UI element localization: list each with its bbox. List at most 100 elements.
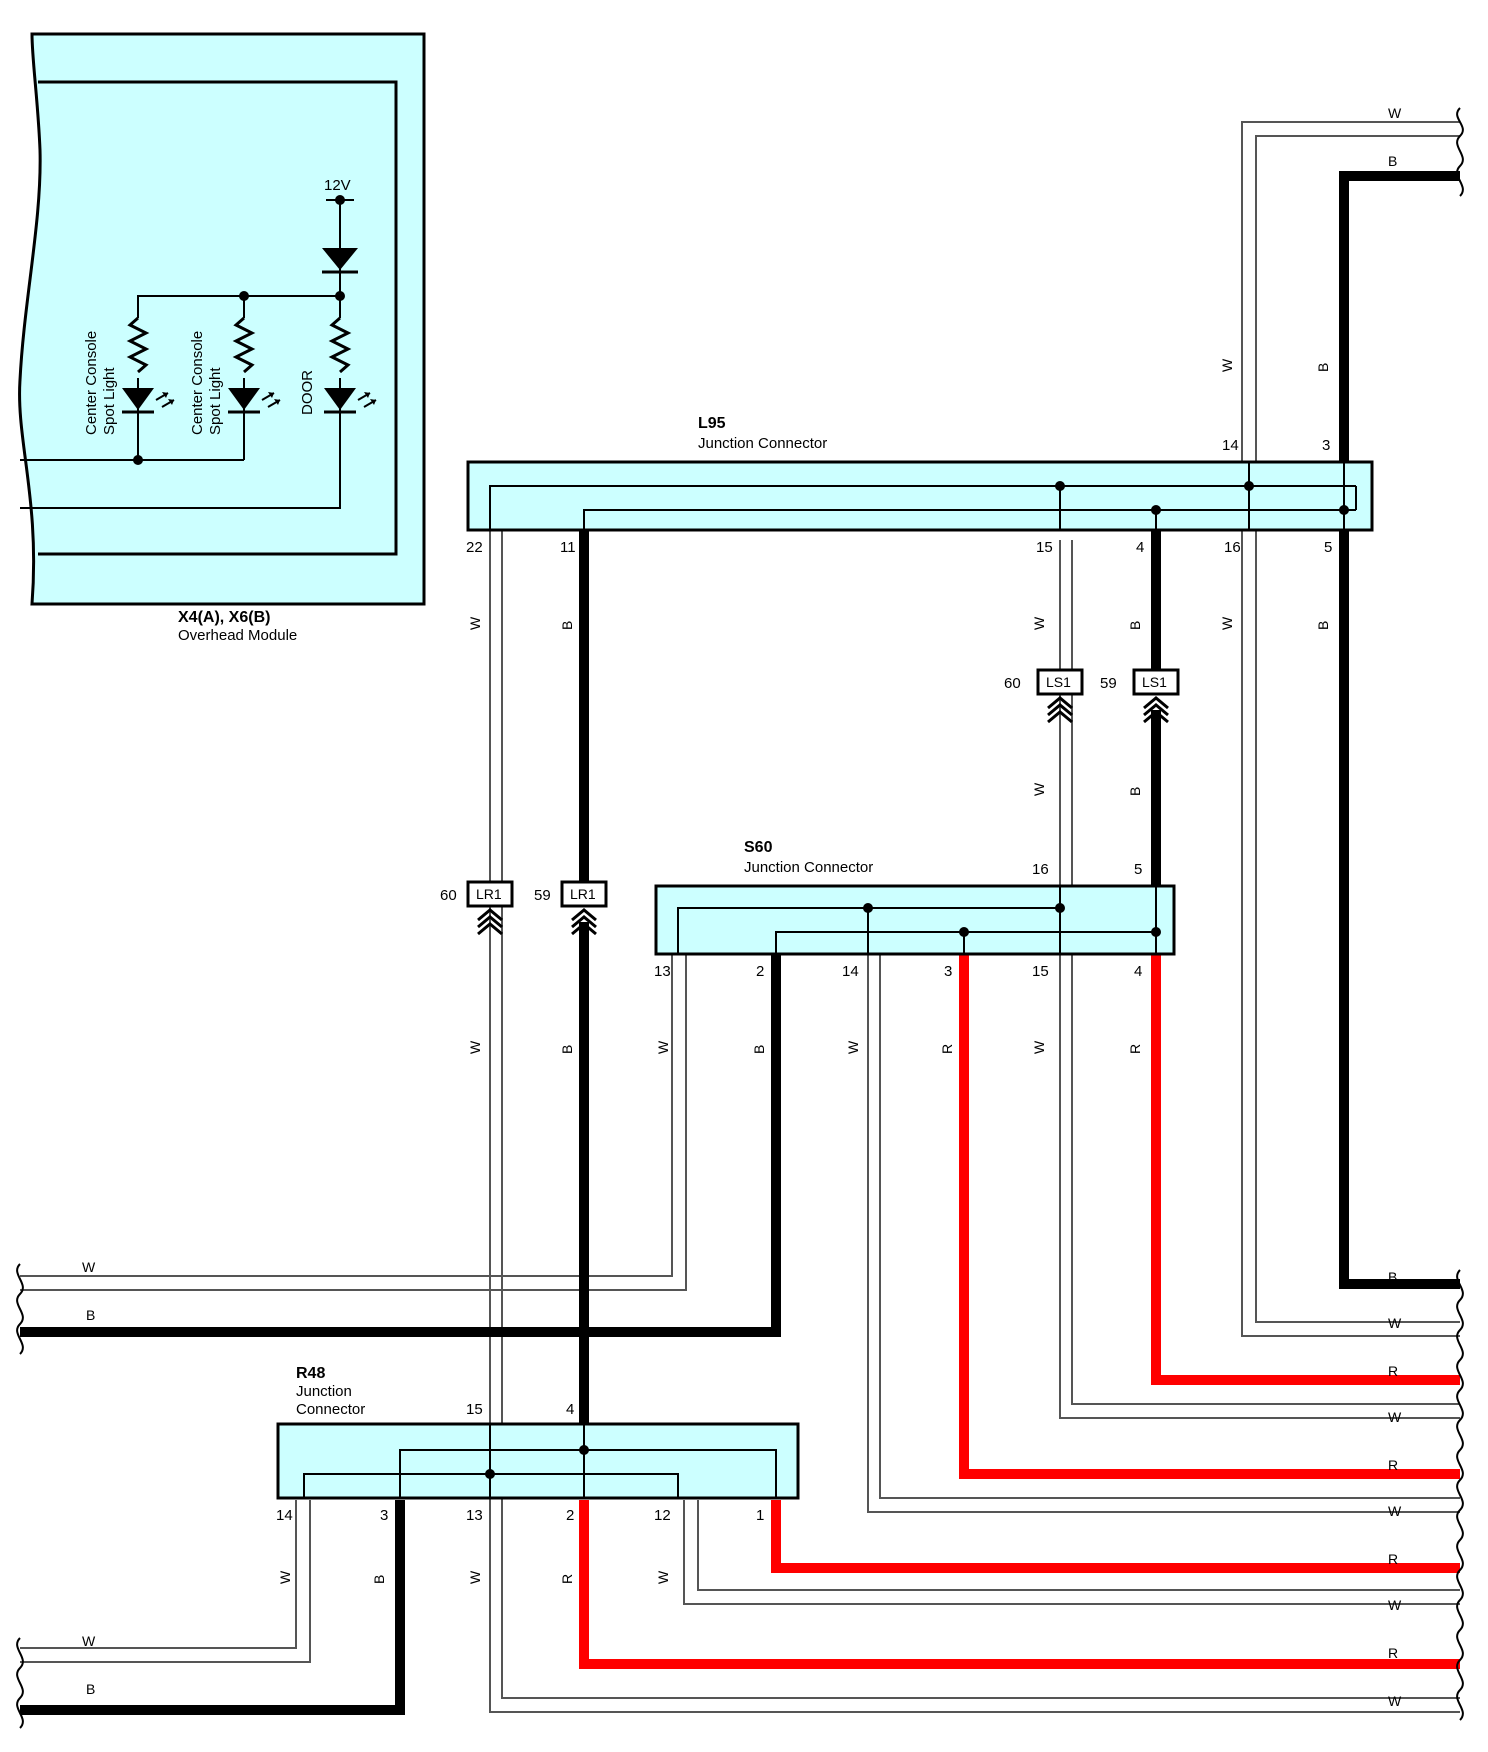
- lamp-1-label-line2: Spot Light: [101, 367, 118, 435]
- r48-pin-3: 3: [380, 1507, 388, 1524]
- lamp-1-label-line1: Center Console: [83, 331, 100, 435]
- inline-connector-ls1-59: LS1 59: [1100, 668, 1180, 724]
- r48-description-line2: Connector: [296, 1401, 365, 1418]
- svg-text:60: 60: [440, 887, 457, 904]
- svg-text:B: B: [559, 1045, 575, 1054]
- svg-text:R: R: [1388, 1551, 1398, 1567]
- r48-description-line1: Junction: [296, 1383, 352, 1400]
- s60-pin-2: 2: [756, 963, 764, 980]
- svg-text:W: W: [467, 1040, 483, 1054]
- lamp-door-label: DOOR: [299, 370, 316, 415]
- svg-text:LR1: LR1: [570, 886, 596, 902]
- svg-text:LR1: LR1: [476, 886, 502, 902]
- svg-text:W: W: [1388, 1315, 1402, 1331]
- svg-text:W: W: [1219, 358, 1235, 372]
- svg-text:B: B: [1388, 1269, 1397, 1285]
- svg-text:W: W: [82, 1633, 96, 1649]
- wire-labels-vertical: W B W B W B W B W B W B W B W R W R W B …: [277, 358, 1331, 1584]
- svg-text:W: W: [655, 1570, 671, 1584]
- svg-text:W: W: [467, 616, 483, 630]
- svg-text:B: B: [559, 621, 575, 630]
- svg-text:W: W: [845, 1040, 861, 1054]
- svg-text:R: R: [939, 1044, 955, 1054]
- wire-labels-horizontal: W B B W R W R W R W R W W B W B: [82, 105, 1402, 1709]
- black-wires: [20, 171, 1460, 1715]
- lamp-2-label-line1: Center Console: [189, 331, 206, 435]
- svg-text:W: W: [1388, 1597, 1402, 1613]
- l95-pin-11: 11: [560, 539, 576, 556]
- svg-text:W: W: [1031, 616, 1047, 630]
- l95-pin-5: 5: [1324, 539, 1332, 556]
- l95-pin-16: 16: [1224, 539, 1241, 556]
- svg-text:W: W: [277, 1570, 293, 1584]
- r48-pin-4: 4: [566, 1401, 574, 1418]
- svg-text:59: 59: [534, 887, 551, 904]
- wires: [16, 107, 1464, 1729]
- svg-text:B: B: [86, 1681, 95, 1697]
- inline-connector-ls1-60: LS1 60: [1004, 668, 1084, 724]
- svg-text:R: R: [1127, 1044, 1143, 1054]
- overhead-module-name: X4(A), X6(B): [178, 609, 270, 626]
- svg-text:W: W: [1388, 105, 1402, 121]
- inline-connector-lr1-60: LR1 60: [440, 880, 514, 936]
- red-wires: [579, 955, 1460, 1669]
- l95-pin-22: 22: [466, 539, 483, 556]
- svg-text:W: W: [1219, 616, 1235, 630]
- svg-text:R: R: [559, 1574, 575, 1584]
- l95-pin-4: 4: [1136, 539, 1144, 556]
- svg-text:W: W: [82, 1259, 96, 1275]
- r48-name: R48: [296, 1365, 325, 1382]
- r48-pin-14: 14: [276, 1507, 293, 1524]
- l95-pin-14: 14: [1222, 437, 1239, 454]
- svg-text:60: 60: [1004, 675, 1021, 692]
- svg-text:LS1: LS1: [1046, 674, 1071, 690]
- connector-r48: R48 Junction Connector 15 4 14 3 13 2 12…: [276, 1365, 800, 1524]
- s60-description: Junction Connector: [744, 859, 873, 876]
- r48-pin-2: 2: [566, 1507, 574, 1524]
- l95-description: Junction Connector: [698, 435, 827, 452]
- svg-text:W: W: [1031, 1040, 1047, 1054]
- svg-text:B: B: [1127, 621, 1143, 630]
- svg-text:W: W: [1031, 782, 1047, 796]
- lamp-2: Center Console Spot Light: [189, 316, 281, 435]
- svg-text:59: 59: [1100, 675, 1117, 692]
- svg-text:R: R: [1388, 1363, 1398, 1379]
- overhead-module-description: Overhead Module: [178, 627, 297, 644]
- connector-s60: S60 Junction Connector 16 5 13 2 14 3 15…: [654, 839, 1176, 980]
- l95-pin-15: 15: [1036, 539, 1053, 556]
- s60-pin-16: 16: [1032, 861, 1049, 878]
- l95-name: L95: [698, 415, 726, 432]
- svg-text:LS1: LS1: [1142, 674, 1167, 690]
- l95-pin-3: 3: [1322, 437, 1330, 454]
- s60-pin-4: 4: [1134, 963, 1142, 980]
- svg-text:W: W: [1388, 1503, 1402, 1519]
- r48-pin-12: 12: [654, 1507, 671, 1524]
- s60-pin-14: 14: [842, 963, 859, 980]
- lamp-door: DOOR: [299, 316, 377, 415]
- svg-text:B: B: [751, 1045, 767, 1054]
- r48-pin-15: 15: [466, 1401, 483, 1418]
- overhead-module: 12V Center Console Spot Light Center Con…: [18, 32, 426, 644]
- wire-breaks-right: [16, 107, 1464, 1729]
- svg-text:R: R: [1388, 1645, 1398, 1661]
- svg-text:W: W: [467, 1570, 483, 1584]
- white-wires: [20, 121, 1460, 1713]
- svg-text:B: B: [86, 1307, 95, 1323]
- r48-pin-1: 1: [756, 1507, 764, 1524]
- s60-pin-3: 3: [944, 963, 952, 980]
- svg-text:W: W: [1388, 1693, 1402, 1709]
- svg-text:W: W: [1388, 1409, 1402, 1425]
- svg-text:B: B: [371, 1575, 387, 1584]
- connector-l95: L95 Junction Connector 14 3 22 11 15 4 1…: [466, 415, 1374, 556]
- s60-pin-13: 13: [654, 963, 671, 980]
- svg-text:R: R: [1388, 1457, 1398, 1473]
- r48-pin-13: 13: [466, 1507, 483, 1524]
- s60-pin-5: 5: [1134, 861, 1142, 878]
- inline-connector-lr1-59: LR1 59: [534, 880, 608, 936]
- svg-text:W: W: [655, 1040, 671, 1054]
- lamp-2-label-line2: Spot Light: [207, 367, 224, 435]
- voltage-label: 12V: [324, 177, 351, 194]
- s60-name: S60: [744, 839, 773, 856]
- svg-text:B: B: [1315, 621, 1331, 630]
